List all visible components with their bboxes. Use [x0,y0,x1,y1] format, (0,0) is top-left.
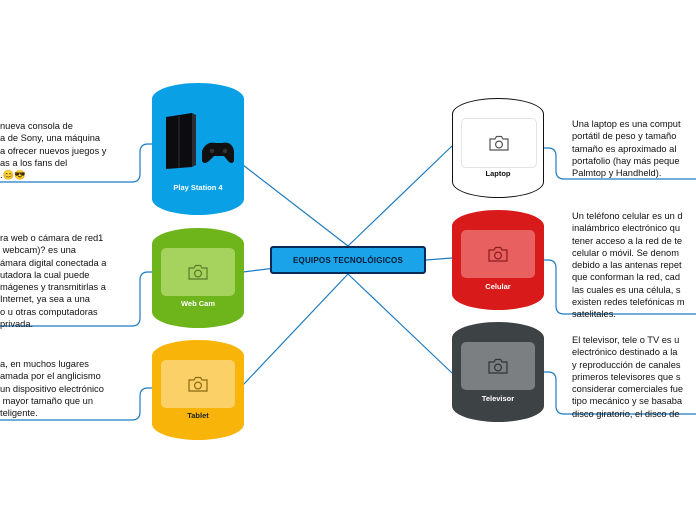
node-celular[interactable]: Celular [452,210,544,310]
node-playstation[interactable]: Play Station 4 [152,83,244,215]
node-label: Play Station 4 [173,183,223,192]
note-celular: Un teléfono celular es un d inalámbrico … [572,211,685,320]
node-laptop[interactable]: Laptop [452,98,544,198]
node-label: Tablet [187,411,209,420]
image-placeholder [461,230,535,278]
note-playstation: nueva consola de a de Sony, una máquina … [0,121,107,181]
camera-icon [488,246,508,262]
note-webcam: ra web o cámara de red1 webcam)? es una … [0,233,107,330]
image-placeholder [461,118,537,168]
image-placeholder [161,248,235,296]
image-placeholder [161,360,235,408]
image-placeholder [461,342,535,390]
note-laptop: Una laptop es una comput portátil de pes… [572,119,681,179]
node-televisor[interactable]: Televisor [452,322,544,422]
playstation-console-image [162,111,234,169]
central-topic-label: EQUIPOS TECNOLÓIGICOS [293,255,403,265]
node-label: Celular [485,282,511,291]
node-label: Televisor [481,394,515,403]
camera-icon [188,264,208,280]
note-tablet: a, en muchos lugares amada por el anglic… [0,359,104,419]
note-televisor: El televisor, tele o TV es u electrónico… [572,335,684,419]
node-webcam[interactable]: Web Cam [152,228,244,328]
camera-icon [188,376,208,392]
node-label: Laptop [485,169,511,178]
camera-icon [489,135,509,151]
node-tablet[interactable]: Tablet [152,340,244,440]
node-label: Web Cam [180,299,216,308]
central-topic[interactable]: EQUIPOS TECNOLÓIGICOS [270,246,426,274]
camera-icon [488,358,508,374]
